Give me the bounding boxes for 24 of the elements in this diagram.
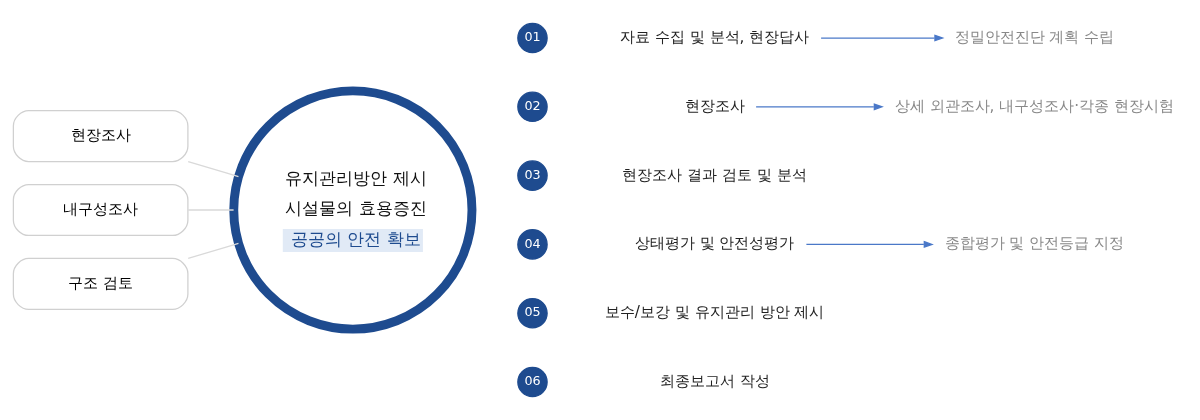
node-text: 종합평가 및 안전등급 지정	[944, 234, 1125, 253]
arrow	[805, 240, 934, 248]
node-circle: 04	[517, 229, 548, 260]
node-box: 현장조사	[12, 110, 189, 163]
node-text: 현장조사	[684, 96, 745, 115]
node-text: 자료 수집 및 분석, 현장답사	[620, 27, 810, 46]
node-text: 현장조사 결과 검토 및 분석	[622, 165, 807, 184]
node-text: 보수/보강 및 유지관리 방안 제시	[604, 303, 825, 322]
arrow	[820, 34, 945, 42]
node-circle: 06	[517, 366, 548, 398]
node-text: 최종보고서 작성	[659, 371, 770, 390]
node-box: 내구성조사	[12, 183, 189, 237]
node-circle: 05	[517, 297, 548, 329]
connector	[187, 161, 240, 178]
node-text: 상태평가 및 안전성평가	[634, 234, 795, 253]
node-circle: 01	[517, 22, 548, 54]
node-circle: 02	[517, 91, 548, 123]
node-box: 구조 검토	[12, 257, 189, 310]
node-text: 정밀안전진단 계획 수립	[954, 27, 1115, 46]
node-circle: 유지관리방안 제시 시설물의 효용증진 공공의 안전 확보	[229, 86, 477, 334]
node-circle: 03	[517, 160, 548, 191]
arrow	[755, 103, 884, 111]
connector	[187, 242, 240, 259]
node-text: 상세 외관조사, 내구성조사·각종 현장시험	[894, 96, 1175, 115]
